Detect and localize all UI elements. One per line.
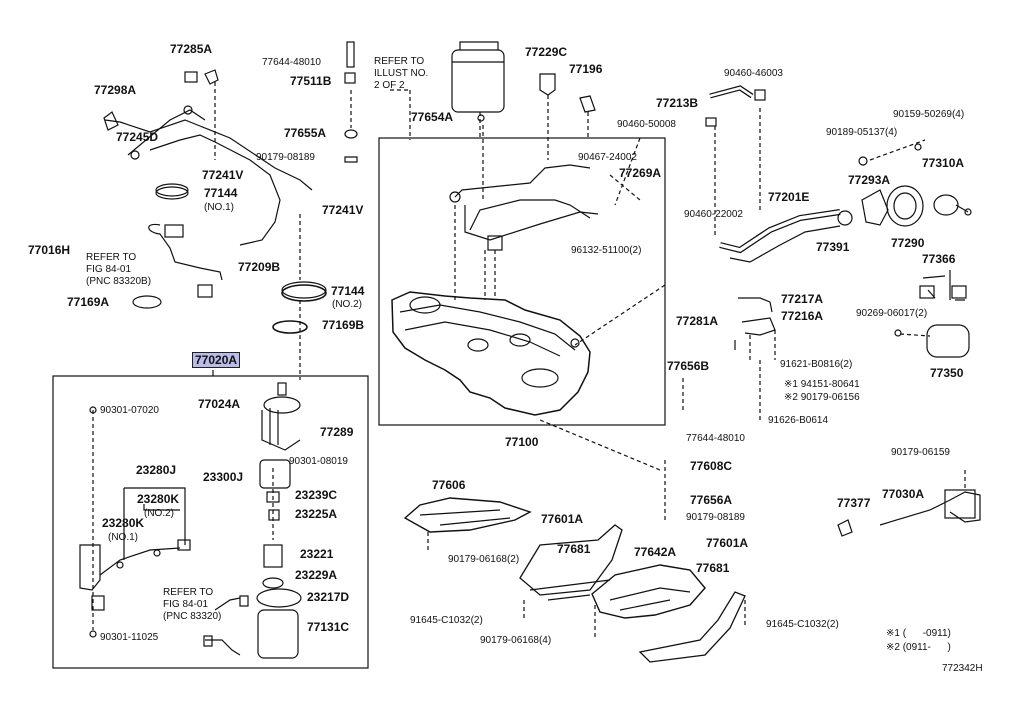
label-90460-22002[interactable]: 90460-22002: [684, 209, 743, 220]
label-23280J[interactable]: 23280J: [136, 463, 177, 477]
protector-77606: [403, 497, 532, 533]
label-23280K-b[interactable]: 23280K: [102, 516, 145, 530]
label-77024A[interactable]: 77024A: [198, 397, 241, 411]
label-note1-part[interactable]: ※1 94151-80641: [784, 379, 860, 390]
label-77293A[interactable]: 77293A: [848, 173, 891, 187]
label-77169B[interactable]: 77169B: [322, 318, 365, 332]
label-77201E[interactable]: 77201E: [768, 190, 810, 204]
label-23300J[interactable]: 23300J: [203, 470, 244, 484]
label-77366[interactable]: 77366: [922, 252, 956, 266]
label-77030A[interactable]: 77030A: [882, 487, 925, 501]
refer-fig-84-01-b: REFER TO FIG 84-01 (PNC 83320): [163, 587, 222, 622]
label-77100[interactable]: 77100: [505, 435, 539, 449]
label-77656B[interactable]: 77656B: [667, 359, 710, 373]
pump-body: [259, 459, 291, 489]
label-77655A[interactable]: 77655A: [284, 126, 327, 140]
refer-fig-84-01-a: REFER TO FIG 84-01 (PNC 83320B): [86, 252, 152, 287]
canister-shape: [451, 49, 505, 113]
label-77196[interactable]: 77196: [569, 62, 603, 76]
label-77644-48010-a[interactable]: 77644-48010: [262, 57, 321, 68]
label-77289[interactable]: 77289: [320, 425, 354, 439]
label-90467-24002[interactable]: 90467-24002: [578, 152, 637, 163]
label-77213B[interactable]: 77213B: [656, 96, 699, 110]
label-90460-46003[interactable]: 90460-46003: [724, 68, 783, 79]
label-90301-07020[interactable]: 90301-07020: [100, 405, 159, 416]
label-90159-50269[interactable]: 90159-50269(4): [893, 109, 965, 120]
label-77654A[interactable]: 77654A: [411, 110, 454, 124]
label-91626-B0614[interactable]: 91626-B0614: [768, 415, 829, 426]
label-23280K-a[interactable]: 23280K: [137, 492, 180, 506]
label-90460-50008[interactable]: 90460-50008: [617, 119, 676, 130]
filter-77131C: [257, 609, 299, 659]
label-90179-06168-a[interactable]: 90179-06168(2): [448, 554, 520, 565]
label-77269A[interactable]: 77269A: [619, 166, 662, 180]
label-77290[interactable]: 77290: [891, 236, 925, 250]
label-90269-06017[interactable]: 90269-06017(2): [856, 308, 928, 319]
label-90301-08019[interactable]: 90301-08019: [289, 456, 348, 467]
label-77656A[interactable]: 77656A: [690, 493, 733, 507]
label-77217A[interactable]: 77217A: [781, 292, 824, 306]
note-1: ※1 ( -0911): [886, 628, 951, 639]
label-77245D[interactable]: 77245D: [116, 130, 159, 144]
label-note2-part[interactable]: ※2 90179-06156: [784, 392, 860, 403]
label-23221[interactable]: 23221: [300, 547, 334, 561]
label-77511B[interactable]: 77511B: [290, 74, 332, 88]
label-77298A[interactable]: 77298A: [94, 83, 137, 97]
label-no1-b: (NO.1): [108, 532, 138, 543]
label-91645-C1032-a[interactable]: 91645-C1032(2): [410, 615, 483, 626]
label-77644-48010-b[interactable]: 77644-48010: [686, 433, 745, 444]
label-23239C[interactable]: 23239C: [295, 488, 338, 502]
label-77229C[interactable]: 77229C: [525, 45, 568, 59]
label-77016H[interactable]: 77016H: [28, 243, 71, 257]
label-77681-a[interactable]: 77681: [557, 542, 591, 556]
label-77681-b[interactable]: 77681: [696, 561, 730, 575]
label-90179-06168-b[interactable]: 90179-06168(4): [480, 635, 552, 646]
label-23225A[interactable]: 23225A: [295, 507, 338, 521]
label-77391[interactable]: 77391: [816, 240, 850, 254]
label-23217D[interactable]: 23217D: [307, 590, 350, 604]
label-23229A[interactable]: 23229A: [295, 568, 338, 582]
fuel-tank-shape: [391, 291, 591, 416]
fuel-tank-frame: [378, 137, 666, 426]
label-77608C[interactable]: 77608C: [690, 459, 733, 473]
label-77601A-b[interactable]: 77601A: [706, 536, 749, 550]
label-91645-C1032-b[interactable]: 91645-C1032(2): [766, 619, 839, 630]
label-77642A[interactable]: 77642A: [634, 545, 677, 559]
diagram-id: 772342H: [942, 663, 983, 674]
label-77601A-a[interactable]: 77601A: [541, 512, 584, 526]
label-90179-08189-b[interactable]: 90179-08189: [686, 512, 745, 523]
refer-illust-2-of-2: REFER TO ILLUST NO. 2 OF 2: [374, 56, 429, 91]
label-77281A[interactable]: 77281A: [676, 314, 719, 328]
label-77285A[interactable]: 77285A: [170, 42, 213, 56]
label-90179-06159[interactable]: 90179-06159: [891, 447, 950, 458]
label-77606[interactable]: 77606: [432, 478, 466, 492]
label-77169A[interactable]: 77169A: [67, 295, 110, 309]
label-77377[interactable]: 77377: [837, 496, 871, 510]
label-90189-05137[interactable]: 90189-05137(4): [826, 127, 898, 138]
protector-77642A: [591, 564, 706, 619]
label-77131C[interactable]: 77131C: [307, 620, 350, 634]
label-no2-a: (NO.2): [332, 299, 362, 310]
label-90301-11025[interactable]: 90301-11025: [100, 632, 159, 643]
label-77209B[interactable]: 77209B: [238, 260, 281, 274]
label-77310A[interactable]: 77310A: [922, 156, 965, 170]
label-77144-no1[interactable]: 77144: [204, 186, 238, 200]
label-77144-no2[interactable]: 77144: [331, 284, 365, 298]
label-77241V-b[interactable]: 77241V: [322, 203, 364, 217]
label-96132-51100[interactable]: 96132-51100(2): [571, 245, 642, 256]
label-77216A[interactable]: 77216A: [781, 309, 824, 323]
pump-module-frame: [52, 375, 369, 669]
label-90179-08189-a[interactable]: 90179-08189: [256, 152, 315, 163]
fuel-lid-shape: [926, 324, 970, 358]
label-77020A[interactable]: 77020A: [192, 352, 241, 368]
note-2: ※2 (0911- ): [886, 642, 951, 653]
label-no1: (NO.1): [204, 202, 234, 213]
label-77350[interactable]: 77350: [930, 366, 964, 380]
label-77241V-a[interactable]: 77241V: [202, 168, 244, 182]
label-no2-b: (NO.2): [144, 508, 174, 519]
label-91621-B0816[interactable]: 91621-B0816(2): [780, 359, 853, 370]
